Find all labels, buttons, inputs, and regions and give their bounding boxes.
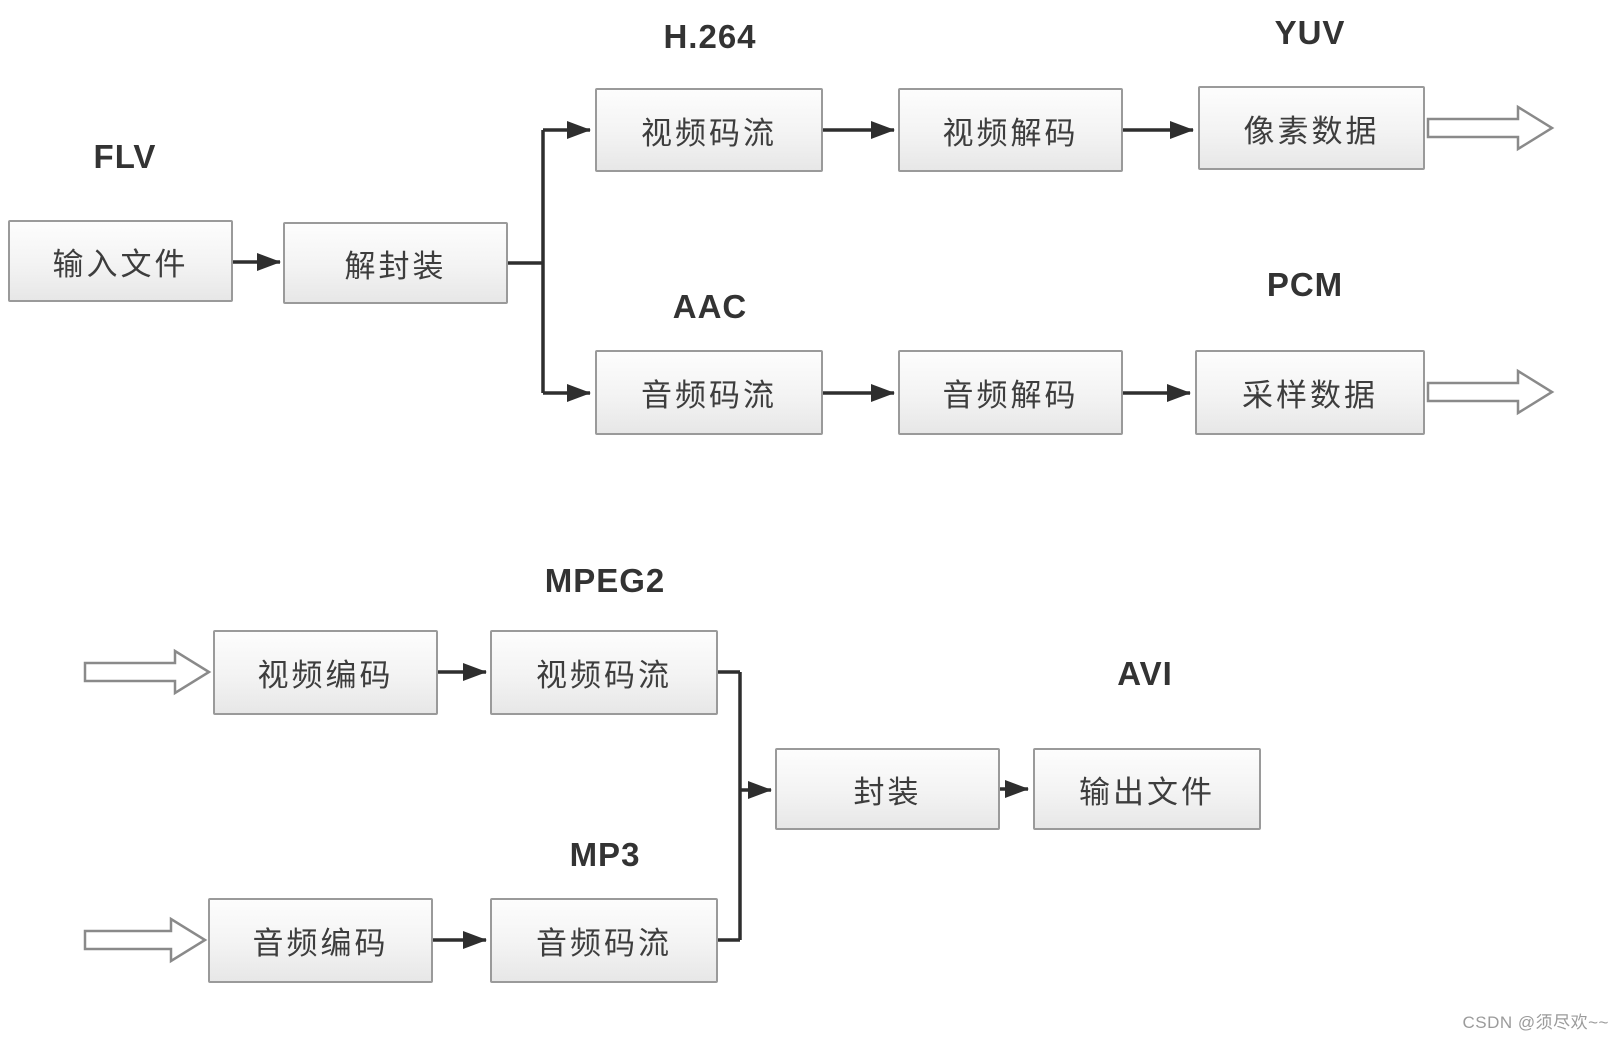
yuv-output-hollow-arrow (1426, 104, 1555, 152)
video-stream-box: 视频码流 (595, 88, 823, 172)
demux-split-connector (508, 121, 591, 402)
watermark: CSDN @须尽欢~~ (1462, 1013, 1609, 1032)
mpeg2-label: MPEG2 (544, 562, 666, 599)
flv-label: FLV (93, 138, 157, 175)
mux-box: 封装 (775, 748, 1000, 830)
input-file-box: 输入文件 (8, 220, 233, 302)
encode-video-stream-box: 视频码流 (490, 630, 718, 715)
video-encode-box: 视频编码 (213, 630, 438, 715)
h264-label: H.264 (663, 18, 757, 55)
pixel-data-box: 像素数据 (1198, 86, 1425, 170)
audio-decode-box: 音频解码 (898, 350, 1123, 435)
encode-audio-stream-box: 音频码流 (490, 898, 718, 983)
mp3-label: MP3 (569, 836, 641, 873)
yuv-label: YUV (1274, 14, 1346, 51)
avi-label: AVI (1117, 655, 1173, 692)
aac-label: AAC (672, 288, 748, 325)
audio-input-hollow-arrow (83, 916, 208, 964)
audio-stream-box: 音频码流 (595, 350, 823, 435)
audio-encode-box: 音频编码 (208, 898, 433, 983)
sample-data-box: 采样数据 (1195, 350, 1425, 435)
pcm-label: PCM (1266, 266, 1344, 303)
mux-merge-connector (718, 670, 772, 942)
output-file-box: 输出文件 (1033, 748, 1261, 830)
video-decode-box: 视频解码 (898, 88, 1123, 172)
pcm-output-hollow-arrow (1426, 368, 1555, 416)
video-input-hollow-arrow (83, 648, 212, 696)
demux-box: 解封装 (283, 222, 508, 304)
